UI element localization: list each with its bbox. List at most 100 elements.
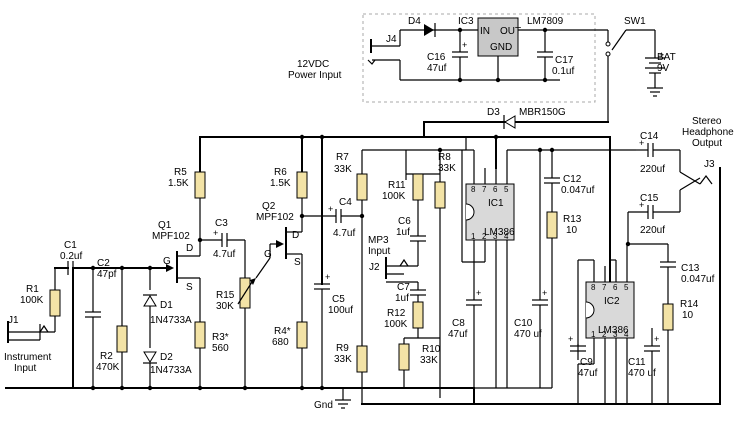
c3-label: C3 xyxy=(215,218,228,229)
c15-value: 220uf xyxy=(640,225,665,236)
ic1-pin-5: 5 xyxy=(504,185,509,194)
r4-resistor xyxy=(296,321,308,349)
c8-value: 47uf xyxy=(448,329,468,340)
d1-zener-diode xyxy=(143,294,157,307)
d3-part: MBR150G xyxy=(519,107,566,118)
r15-label: R15 xyxy=(216,290,235,301)
svg-text:+: + xyxy=(325,272,330,282)
r15-value: 30K xyxy=(216,301,234,312)
j2-label: J2 xyxy=(369,262,380,273)
c8-label: C8 xyxy=(452,318,465,329)
c17-capacitor xyxy=(537,30,553,80)
d2-zener-diode xyxy=(143,351,157,364)
c12-value: 0.047uf xyxy=(561,185,595,196)
bat-label: BAT xyxy=(657,52,676,63)
c17-value: 0.1uf xyxy=(552,66,574,77)
ic1-label: IC1 xyxy=(488,198,504,209)
ic2-part: LM386 xyxy=(598,325,629,336)
r8-resistor xyxy=(434,181,446,209)
c10-value: 470 uf xyxy=(514,329,542,340)
sw1-switch xyxy=(605,29,655,122)
svg-text:+: + xyxy=(639,138,644,148)
c5-label: C5 xyxy=(332,294,345,305)
r9-label: R9 xyxy=(336,343,349,354)
power-supply-box xyxy=(362,13,596,103)
r4-value: 680 xyxy=(272,337,289,348)
r1-value: 100K xyxy=(20,295,44,306)
ground-symbol xyxy=(335,388,351,409)
r6-label: R6 xyxy=(274,167,287,178)
r3-label: R3* xyxy=(212,332,229,343)
q1-part: MPF102 xyxy=(152,231,190,242)
r14-value: 10 xyxy=(682,310,694,321)
r13-resistor xyxy=(546,211,558,239)
output-label-3: Output xyxy=(692,138,722,149)
q1-label: Q1 xyxy=(158,220,172,231)
c7-value: 1uf xyxy=(395,293,409,304)
r1-resistor xyxy=(49,289,61,317)
r8-label: R8 xyxy=(438,152,451,163)
r12-value: 100K xyxy=(384,319,408,330)
q2-pin-g: G xyxy=(264,249,272,260)
c13-value: 0.047uf xyxy=(681,274,715,285)
c5-value: 100uf xyxy=(328,305,353,316)
sw1-label: SW1 xyxy=(624,16,646,27)
ic2-pin-8: 8 xyxy=(591,283,596,292)
gnd-label: Gnd xyxy=(314,400,333,411)
c2-label: C2 xyxy=(97,258,110,269)
r9-value: 33K xyxy=(334,354,352,365)
r7-resistor xyxy=(356,173,368,201)
c16-value: 47uf xyxy=(427,63,447,74)
r13-value: 10 xyxy=(566,225,578,236)
r12-label: R12 xyxy=(387,308,406,319)
svg-text:+: + xyxy=(659,50,664,60)
r7-value: 33K xyxy=(334,164,352,175)
ic2-pin-1: 1 xyxy=(591,330,596,339)
c4-value: 4.7uf xyxy=(333,228,355,239)
svg-text:+: + xyxy=(568,334,573,344)
svg-text:+: + xyxy=(654,334,659,344)
r3-value: 560 xyxy=(212,343,229,354)
c14-value: 220uf xyxy=(640,164,665,175)
r2-label: R2 xyxy=(100,351,113,362)
d1-label: D1 xyxy=(160,300,173,311)
c1-label: C1 xyxy=(64,240,77,251)
reg-out-label: OUT xyxy=(500,26,521,37)
svg-text:+: + xyxy=(462,40,467,50)
ic2-pin-6: 6 xyxy=(613,283,618,292)
output-label-2: Headphone xyxy=(682,127,734,138)
r3-resistor xyxy=(194,321,206,349)
ic3-label: IC3 xyxy=(458,16,474,27)
mp3-label-2: Input xyxy=(368,246,390,257)
j3-label: J3 xyxy=(704,159,715,170)
ic1-pin-1: 1 xyxy=(471,232,476,241)
ic1-part: LM386 xyxy=(484,227,515,238)
q2-jfet xyxy=(269,227,302,259)
svg-text:+: + xyxy=(639,200,644,210)
svg-text:+: + xyxy=(542,288,547,298)
c10-label: C10 xyxy=(514,318,533,329)
d4-diode xyxy=(424,23,436,37)
r2-resistor xyxy=(116,325,128,353)
power-input-label-2: Power Input xyxy=(288,70,342,81)
j3-jack xyxy=(679,167,721,191)
svg-text:+: + xyxy=(328,204,333,214)
d2-label: D2 xyxy=(160,352,173,363)
r1-label: R1 xyxy=(26,284,39,295)
lm7809-regulator xyxy=(477,17,519,57)
ic1-pin-2: 2 xyxy=(482,232,487,241)
c9-value: 47uf xyxy=(578,368,598,379)
r13-label: R13 xyxy=(563,214,582,225)
q1-jfet xyxy=(166,251,200,283)
lm7809-label: LM7809 xyxy=(527,16,564,27)
d3-label: D3 xyxy=(487,107,500,118)
r14-label: R14 xyxy=(680,299,699,310)
r9-resistor xyxy=(356,345,368,373)
q1-pin-g: G xyxy=(163,256,171,267)
c17-label: C17 xyxy=(555,55,574,66)
reg-gnd-label: GND xyxy=(490,42,512,53)
r10-resistor xyxy=(398,343,410,371)
q2-pin-d: D xyxy=(292,230,299,241)
reg-in-label: IN xyxy=(480,26,490,37)
q2-label: Q2 xyxy=(262,201,276,212)
